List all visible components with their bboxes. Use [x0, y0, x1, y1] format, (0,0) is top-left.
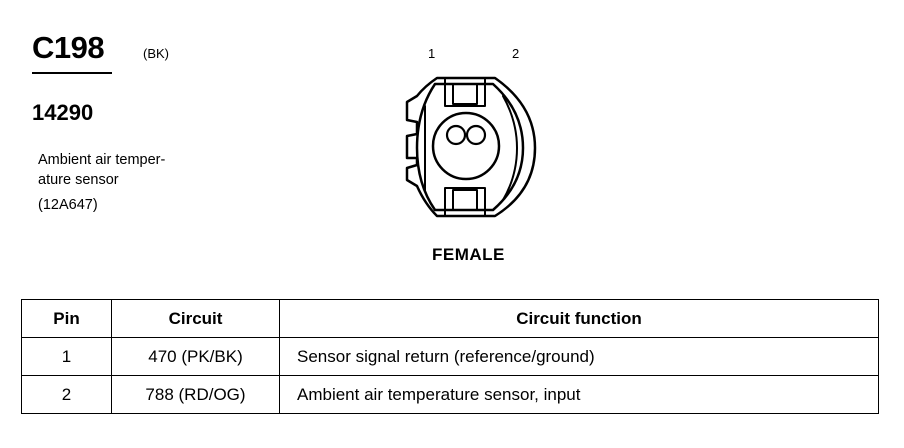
- cell-function: Ambient air temperature sensor, input: [279, 375, 879, 414]
- description-line-1: Ambient air temper-: [38, 152, 166, 168]
- connector-right-wall: [502, 95, 518, 201]
- table-row: 1 470 (PK/BK) Sensor signal return (refe…: [21, 337, 879, 376]
- description-line-3: (12A647): [38, 197, 98, 213]
- top-latch-inner: [452, 83, 478, 105]
- bottom-latch: [444, 187, 486, 217]
- connector-housing-outline: [405, 76, 537, 218]
- cell-function: Sensor signal return (reference/ground): [279, 337, 879, 376]
- pin-label-2: 2: [512, 46, 520, 61]
- connector-id-underline: [32, 72, 112, 74]
- harness-number: 14290: [32, 100, 94, 125]
- connector-id: C198: [32, 30, 105, 65]
- cell-pin: 1: [21, 337, 112, 376]
- bottom-latch-inner: [452, 189, 478, 211]
- connector-face-drawing: [405, 76, 537, 218]
- connector-inner-body: [415, 82, 525, 212]
- pin-1-terminal: [445, 124, 467, 146]
- pin-label-1: 1: [428, 46, 436, 61]
- description-line-2: ature sensor: [38, 172, 119, 188]
- pin-cavity: [431, 111, 501, 181]
- top-latch: [444, 77, 486, 107]
- table-row: 2 788 (RD/OG) Ambient air temperature se…: [21, 375, 879, 414]
- cell-circuit: 788 (RD/OG): [111, 375, 280, 414]
- header-circuit-function: Circuit function: [279, 299, 879, 338]
- cell-circuit: 470 (PK/BK): [111, 337, 280, 376]
- table-header-row: Pin Circuit Circuit function: [21, 299, 879, 338]
- connector-color: (BK): [143, 46, 169, 61]
- header-pin: Pin: [21, 299, 112, 338]
- pinout-table: Pin Circuit Circuit function 1 470 (PK/B…: [21, 299, 879, 414]
- pin-2-terminal: [465, 124, 487, 146]
- view-label: FEMALE: [432, 245, 505, 264]
- cell-pin: 2: [21, 375, 112, 414]
- header-circuit: Circuit: [111, 299, 280, 338]
